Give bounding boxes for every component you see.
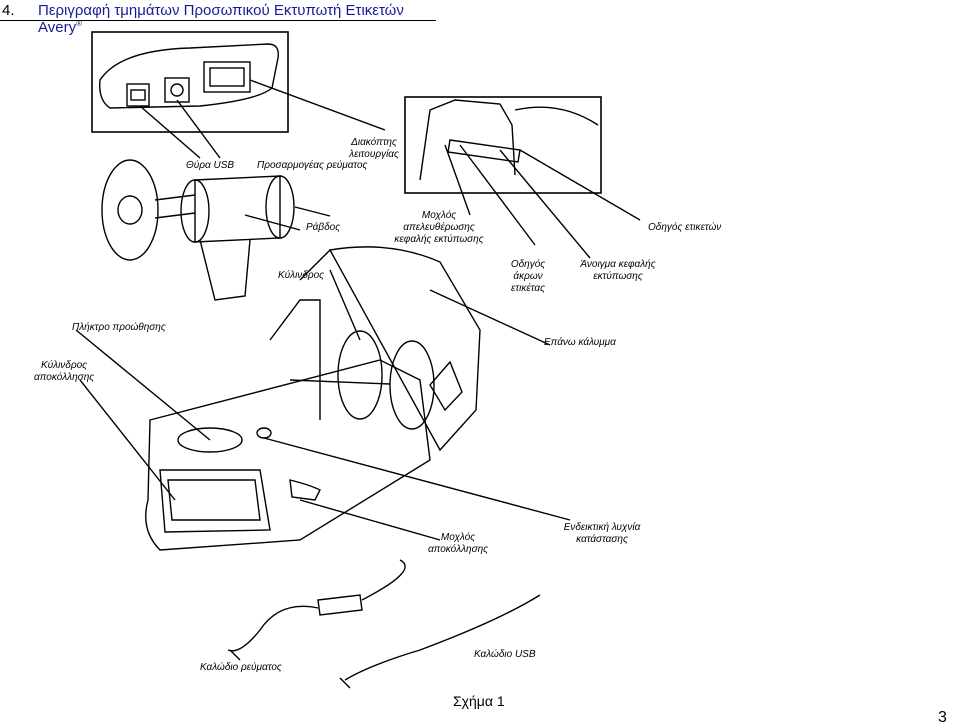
head-inset — [404, 96, 641, 259]
page-header: 4. Περιγραφή τμημάτων Προσωπικού Εκτυπωτ… — [0, 0, 436, 36]
spool-assembly — [101, 159, 331, 301]
rod-label: Ράβδος — [306, 222, 341, 233]
head-release-lever-label: Μοχλός απελευθέρωσης κεφαλής εκτύπωσης — [394, 210, 484, 245]
usb-port-label: Θύρα USB — [186, 160, 235, 171]
registered-mark: ® — [76, 19, 82, 28]
feed-key-label: Πλήκτρο προώθησης — [72, 322, 166, 333]
status-led-label: Ενδεικτική λυχνία κατάστασης — [563, 522, 641, 545]
page-number: 3 — [938, 709, 947, 726]
section-title: Περιγραφή τμημάτων Προσωπικού Εκτυπωτή Ε… — [38, 2, 436, 36]
section-title-text: Περιγραφή τμημάτων Προσωπικού Εκτυπωτή Ε… — [38, 2, 404, 36]
head-opening-label: Άνοιγμα κεφαλής εκτύπωσης — [580, 259, 656, 282]
power-switch-label: Διακόπτης λειτουργίας — [349, 137, 399, 160]
top-cover-label: Επάνω κάλυμμα — [544, 337, 616, 348]
peel-lever-label: Μοχλός αποκόλλησης — [427, 532, 489, 555]
header-rule — [0, 20, 436, 21]
power-adapter-label: Προσαρμογέας ρεύματος — [257, 160, 368, 171]
usb-cable-label: Καλώδιο USB — [474, 649, 536, 660]
cables — [227, 559, 541, 689]
section-number: 4. — [2, 2, 15, 19]
peel-roller-label: Κύλινδρος αποκόλλησης — [34, 360, 95, 383]
figure-caption: Σχήμα 1 — [453, 693, 505, 709]
label-edge-guide-label: Οδηγός άκρων ετικέτας — [510, 259, 546, 294]
back-panel-inset — [91, 31, 386, 159]
printer-body — [75, 246, 571, 551]
roller-label: Κύλινδρος — [278, 270, 325, 281]
power-cable-label: Καλώδιο ρεύματος — [200, 662, 282, 673]
label-guide-label: Οδηγός ετικετών — [648, 222, 722, 233]
